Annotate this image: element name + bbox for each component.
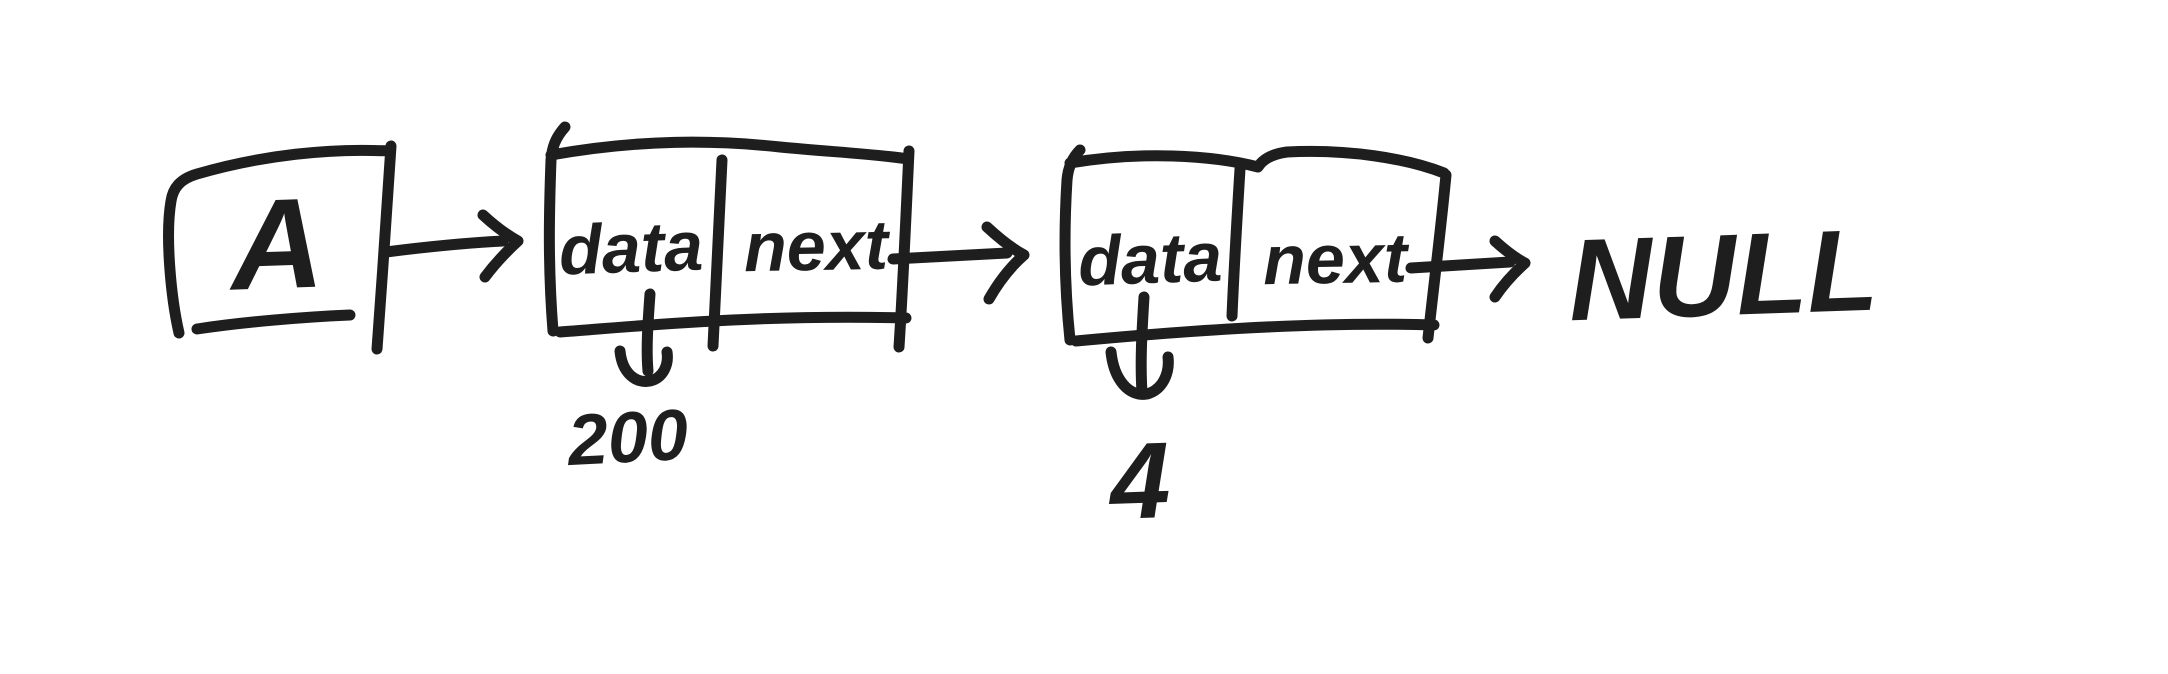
head-box-outline (163, 140, 397, 355)
node2-data-value-arrow (1105, 291, 1174, 400)
node2-data-value: 4 (1106, 419, 1172, 542)
arrow-node2-to-null (1405, 235, 1531, 303)
node1-data-label: data (558, 207, 705, 290)
arrow-node1-to-node2 (887, 221, 1030, 305)
node1-data-value: 200 (564, 395, 690, 481)
node1-data-value-arrow (614, 288, 673, 387)
node2-box-outline (1059, 144, 1452, 347)
node2-next-label: next (1262, 219, 1410, 300)
arrow-head-to-node1 (380, 209, 524, 283)
null-terminator-label: NULL (1566, 205, 1880, 346)
node-2: data next 4 (1059, 144, 1452, 542)
node1-next-label: next (743, 206, 891, 287)
head-label: A (225, 171, 325, 317)
node2-data-label: data (1077, 218, 1224, 301)
head-pointer-box: A (163, 140, 397, 355)
node1-box-outline (543, 121, 915, 353)
node2-cell-divider (1226, 163, 1246, 322)
node-1: data next 200 (543, 121, 915, 481)
node1-cell-divider (707, 154, 728, 352)
